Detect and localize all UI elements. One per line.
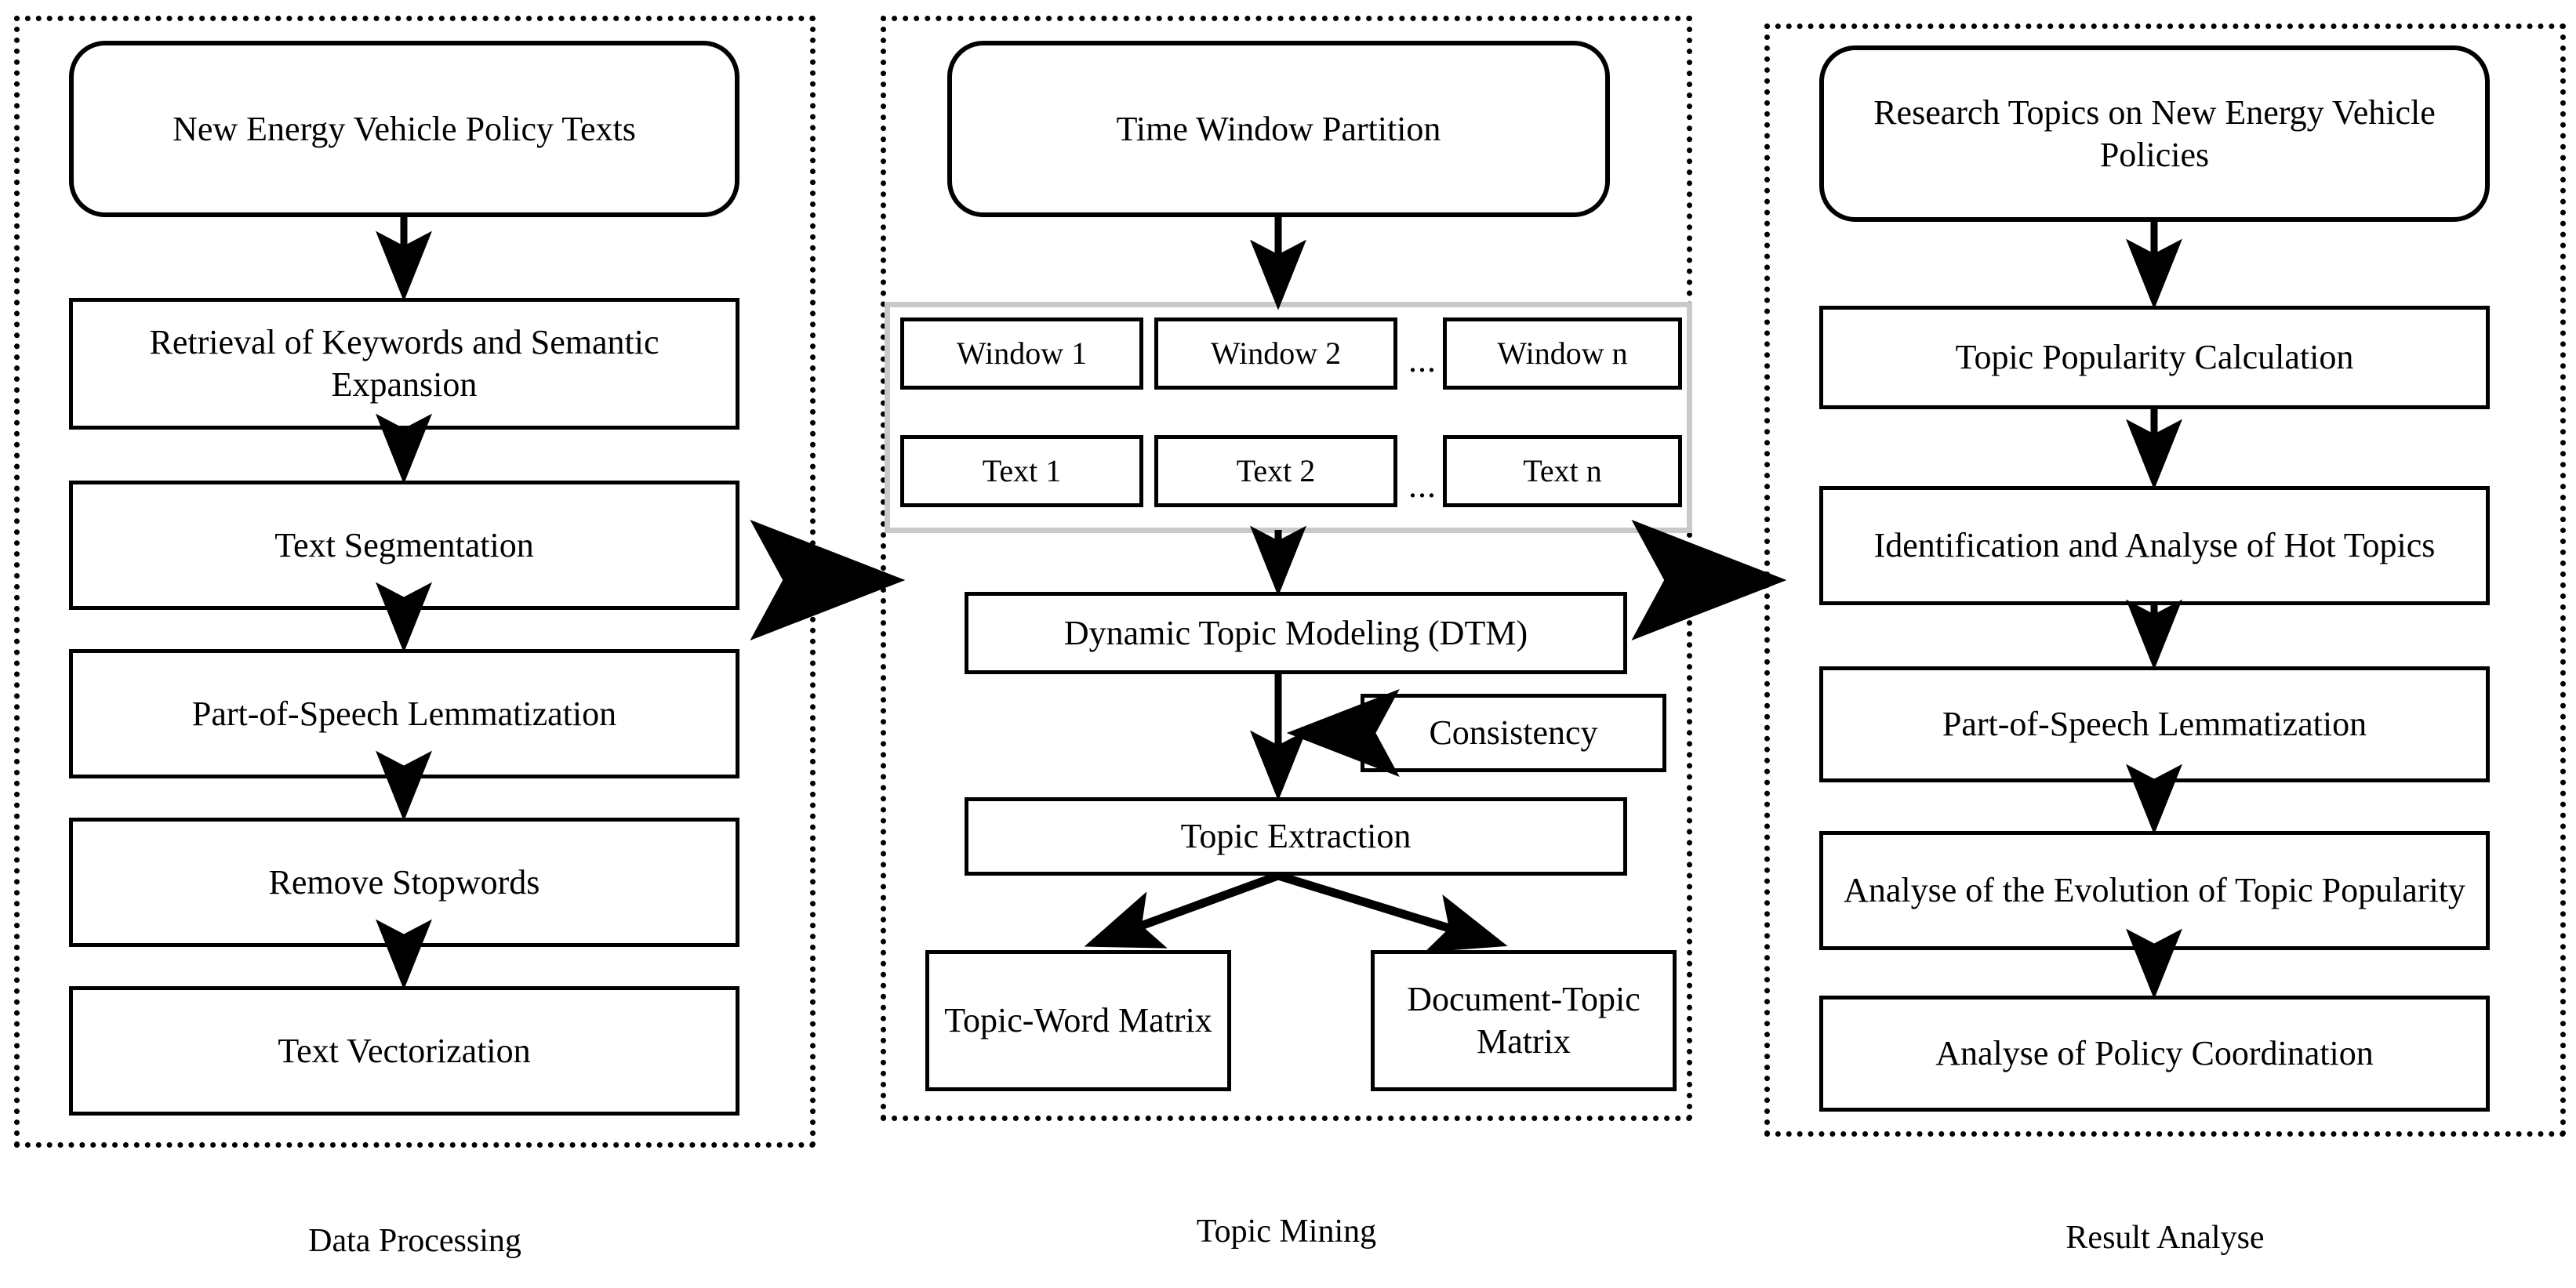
node-label: Topic Popularity Calculation [1955,338,2354,377]
node-identification-hot-topics[interactable]: Identification and Analyse of Hot Topics [1819,486,2490,605]
node-text-vectorization[interactable]: Text Vectorization [69,986,739,1116]
node-topic-popularity-calc[interactable]: Topic Popularity Calculation [1819,306,2490,409]
node-label: Window n [1497,335,1628,371]
node-label: Text Segmentation [274,525,534,564]
node-label: Identification and Analyse of Hot Topics [1873,526,2436,565]
node-consistency[interactable]: Consistency [1361,694,1666,772]
node-label: New Energy Vehicle Policy Texts [173,109,636,148]
node-label: Text Vectorization [278,1031,531,1070]
node-label: Analyse of Policy Coordination [1935,1034,2374,1073]
caption-topic-mining: Topic Mining [1196,1214,1377,1250]
node-dtm[interactable]: Dynamic Topic Modeling (DTM) [965,592,1627,674]
node-document-topic-matrix[interactable]: Document-Topic Matrix [1371,950,1677,1091]
node-remove-stopwords[interactable]: Remove Stopwords [69,818,739,947]
node-analyse-evolution[interactable]: Analyse of the Evolution of Topic Popula… [1819,831,2490,950]
node-label: Consistency [1429,713,1598,753]
node-label: Research Topics on New Energy Vehicle Po… [1873,93,2436,174]
node-time-window-partition[interactable]: Time Window Partition [947,41,1610,217]
node-text-n[interactable]: Text n [1443,435,1682,507]
node-pos-lemmatization-2[interactable]: Part-of-Speech Lemmatization [1819,666,2490,782]
node-window-1[interactable]: Window 1 [900,317,1143,390]
node-label: Part-of-Speech Lemmatization [1942,705,2367,744]
node-window-n[interactable]: Window n [1443,317,1682,390]
node-label: Retrieval of Keywords and Semantic Expan… [149,323,659,404]
caption-data-processing: Data Processing [308,1223,521,1259]
node-label: Part-of-Speech Lemmatization [191,694,617,733]
node-label: Time Window Partition [1116,109,1441,148]
node-topic-extraction[interactable]: Topic Extraction [965,797,1627,876]
node-label: Document-Topic Matrix [1407,980,1640,1061]
node-label: Window 1 [956,335,1088,371]
node-label: Analyse of the Evolution of Topic Popula… [1844,871,2465,910]
node-label: Topic-Word Matrix [944,1001,1212,1040]
node-analyse-policy-coordination[interactable]: Analyse of Policy Coordination [1819,996,2490,1112]
node-label: Text n [1523,452,1602,488]
ellipsis-texts: ... [1408,466,1437,505]
node-label: Remove Stopwords [268,862,540,902]
node-label: Text 1 [982,452,1062,488]
node-research-topics[interactable]: Research Topics on New Energy Vehicle Po… [1819,45,2490,222]
node-label: Window 2 [1210,335,1342,371]
node-pos-lemmatization[interactable]: Part-of-Speech Lemmatization [69,649,739,778]
node-text-segmentation[interactable]: Text Segmentation [69,481,739,610]
ellipsis-windows: ... [1408,341,1437,379]
node-nev-policy-texts[interactable]: New Energy Vehicle Policy Texts [69,41,739,217]
node-retrieval-keywords[interactable]: Retrieval of Keywords and Semantic Expan… [69,298,739,430]
node-label: Dynamic Topic Modeling (DTM) [1063,613,1528,652]
node-window-2[interactable]: Window 2 [1154,317,1397,390]
node-text-2[interactable]: Text 2 [1154,435,1397,507]
caption-result-analyse: Result Analyse [2066,1220,2265,1256]
node-text-1[interactable]: Text 1 [900,435,1143,507]
node-label: Topic Extraction [1180,817,1412,856]
node-label: Text 2 [1236,452,1316,488]
node-topic-word-matrix[interactable]: Topic-Word Matrix [925,950,1231,1091]
